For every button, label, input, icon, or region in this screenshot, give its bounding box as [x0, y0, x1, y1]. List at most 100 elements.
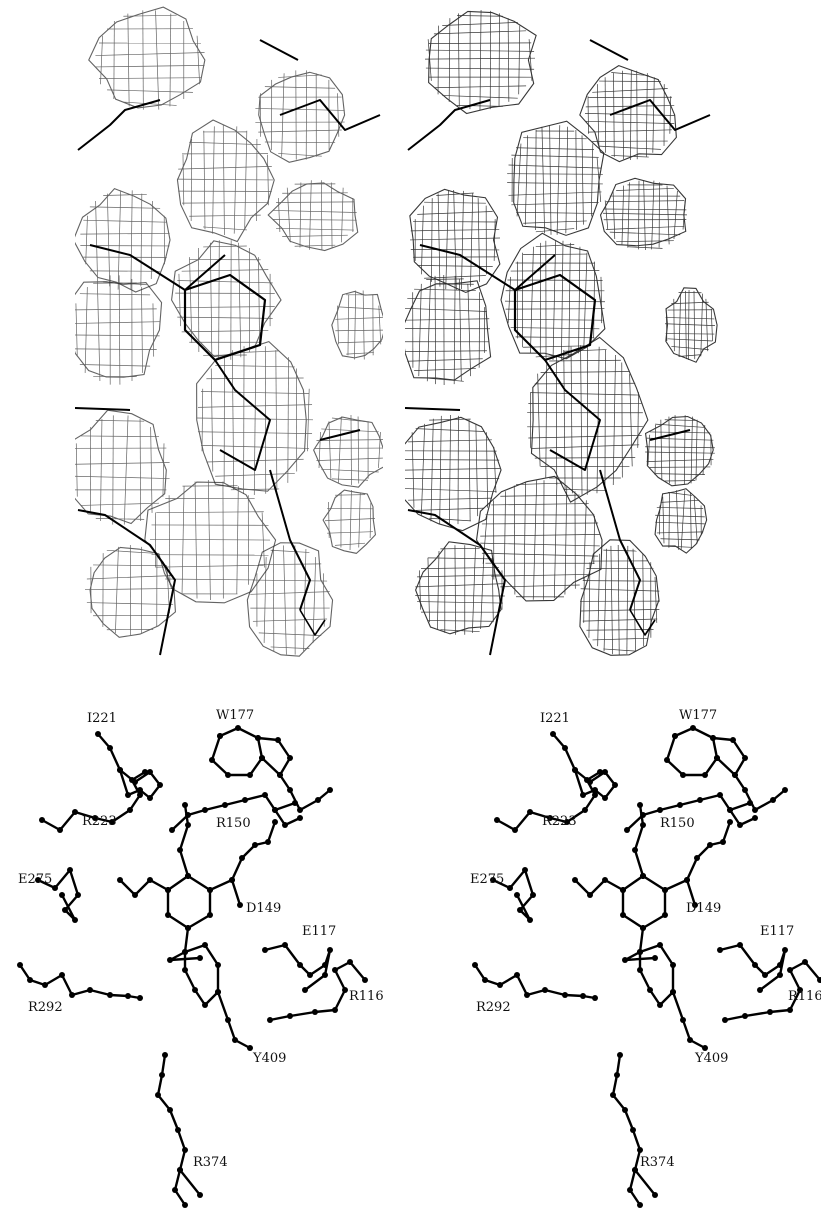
- atom: [737, 942, 743, 948]
- atom: [287, 787, 293, 793]
- atom: [652, 955, 658, 961]
- atom: [172, 1187, 178, 1193]
- atom: [297, 962, 303, 968]
- atom: [580, 993, 586, 999]
- bond: [665, 726, 719, 777]
- atom: [657, 942, 663, 948]
- atom: [72, 809, 78, 815]
- atom: [637, 1202, 643, 1208]
- label-r150: R150: [216, 816, 251, 831]
- atom: [307, 972, 313, 978]
- model-stick: [77, 509, 176, 656]
- atom: [637, 1147, 643, 1153]
- atom: [192, 987, 198, 993]
- atom: [287, 755, 293, 761]
- bond: [685, 878, 697, 907]
- atom: [225, 772, 231, 778]
- atom: [787, 967, 793, 973]
- atom: [597, 769, 603, 775]
- density-blob: [500, 232, 606, 361]
- atom: [717, 792, 723, 798]
- atom: [69, 992, 75, 998]
- atom: [327, 787, 333, 793]
- atom: [680, 772, 686, 778]
- density-blob: [405, 414, 502, 532]
- bond: [573, 878, 625, 897]
- model-stick: [279, 99, 381, 131]
- atom: [125, 792, 131, 798]
- atom: [132, 892, 138, 898]
- model-stick: [609, 99, 711, 131]
- bond: [178, 1168, 202, 1197]
- atom: [657, 807, 663, 813]
- atom: [592, 787, 598, 793]
- label-r374-right: R374: [640, 1155, 675, 1170]
- atom: [727, 819, 733, 825]
- atom: [177, 1167, 183, 1173]
- atom: [697, 797, 703, 803]
- atom: [602, 769, 608, 775]
- atom: [332, 967, 338, 973]
- atom: [59, 892, 65, 898]
- atom: [527, 809, 533, 815]
- atom: [627, 1187, 633, 1193]
- atom: [517, 907, 523, 913]
- atom: [742, 1013, 748, 1019]
- bond: [718, 943, 787, 992]
- atom: [109, 819, 115, 825]
- atom: [717, 947, 723, 953]
- atom: [602, 877, 608, 883]
- label-y409: Y409: [252, 1051, 286, 1066]
- atom: [664, 757, 670, 763]
- atom: [125, 993, 131, 999]
- density-blob: [75, 409, 170, 525]
- atom: [782, 947, 788, 953]
- model-stick: [299, 609, 326, 636]
- atom: [147, 795, 153, 801]
- atom: [117, 767, 123, 773]
- atom: [482, 977, 488, 983]
- model-stick: [629, 609, 656, 636]
- atom: [572, 767, 578, 773]
- atom: [702, 1045, 708, 1051]
- atom: [275, 737, 281, 743]
- atom: [209, 757, 215, 763]
- label-e275: E275: [18, 872, 52, 887]
- label-r292-right: R292: [476, 1000, 511, 1015]
- atom: [777, 972, 783, 978]
- atom: [622, 957, 628, 963]
- atom: [592, 995, 598, 1001]
- atom: [542, 987, 548, 993]
- atom: [129, 777, 135, 783]
- atom: [185, 873, 191, 879]
- atom: [752, 815, 758, 821]
- bond: [18, 963, 142, 1000]
- bond: [621, 874, 667, 930]
- atom: [652, 1192, 658, 1198]
- label-d149-right: D149: [686, 901, 721, 916]
- model-stick: [513, 273, 597, 362]
- atom: [162, 1052, 168, 1058]
- density-map-left: [75, 6, 383, 657]
- atom: [252, 842, 258, 848]
- atom: [222, 802, 228, 808]
- label-r223: R223: [82, 814, 117, 829]
- atom: [637, 802, 643, 808]
- atom: [690, 725, 696, 731]
- model-stick: [183, 273, 267, 362]
- atom: [95, 731, 101, 737]
- atom: [640, 873, 646, 879]
- atom: [702, 772, 708, 778]
- atom: [297, 815, 303, 821]
- atom: [610, 1092, 616, 1098]
- density-blob: [654, 488, 708, 554]
- atom: [782, 787, 788, 793]
- atom: [677, 802, 683, 808]
- atom: [39, 817, 45, 823]
- atom: [185, 925, 191, 931]
- label-e117-right: E117: [760, 924, 794, 939]
- density-map-right: [405, 9, 718, 656]
- bond: [230, 878, 242, 907]
- model-stick: [269, 469, 311, 611]
- density-blob: [196, 340, 314, 496]
